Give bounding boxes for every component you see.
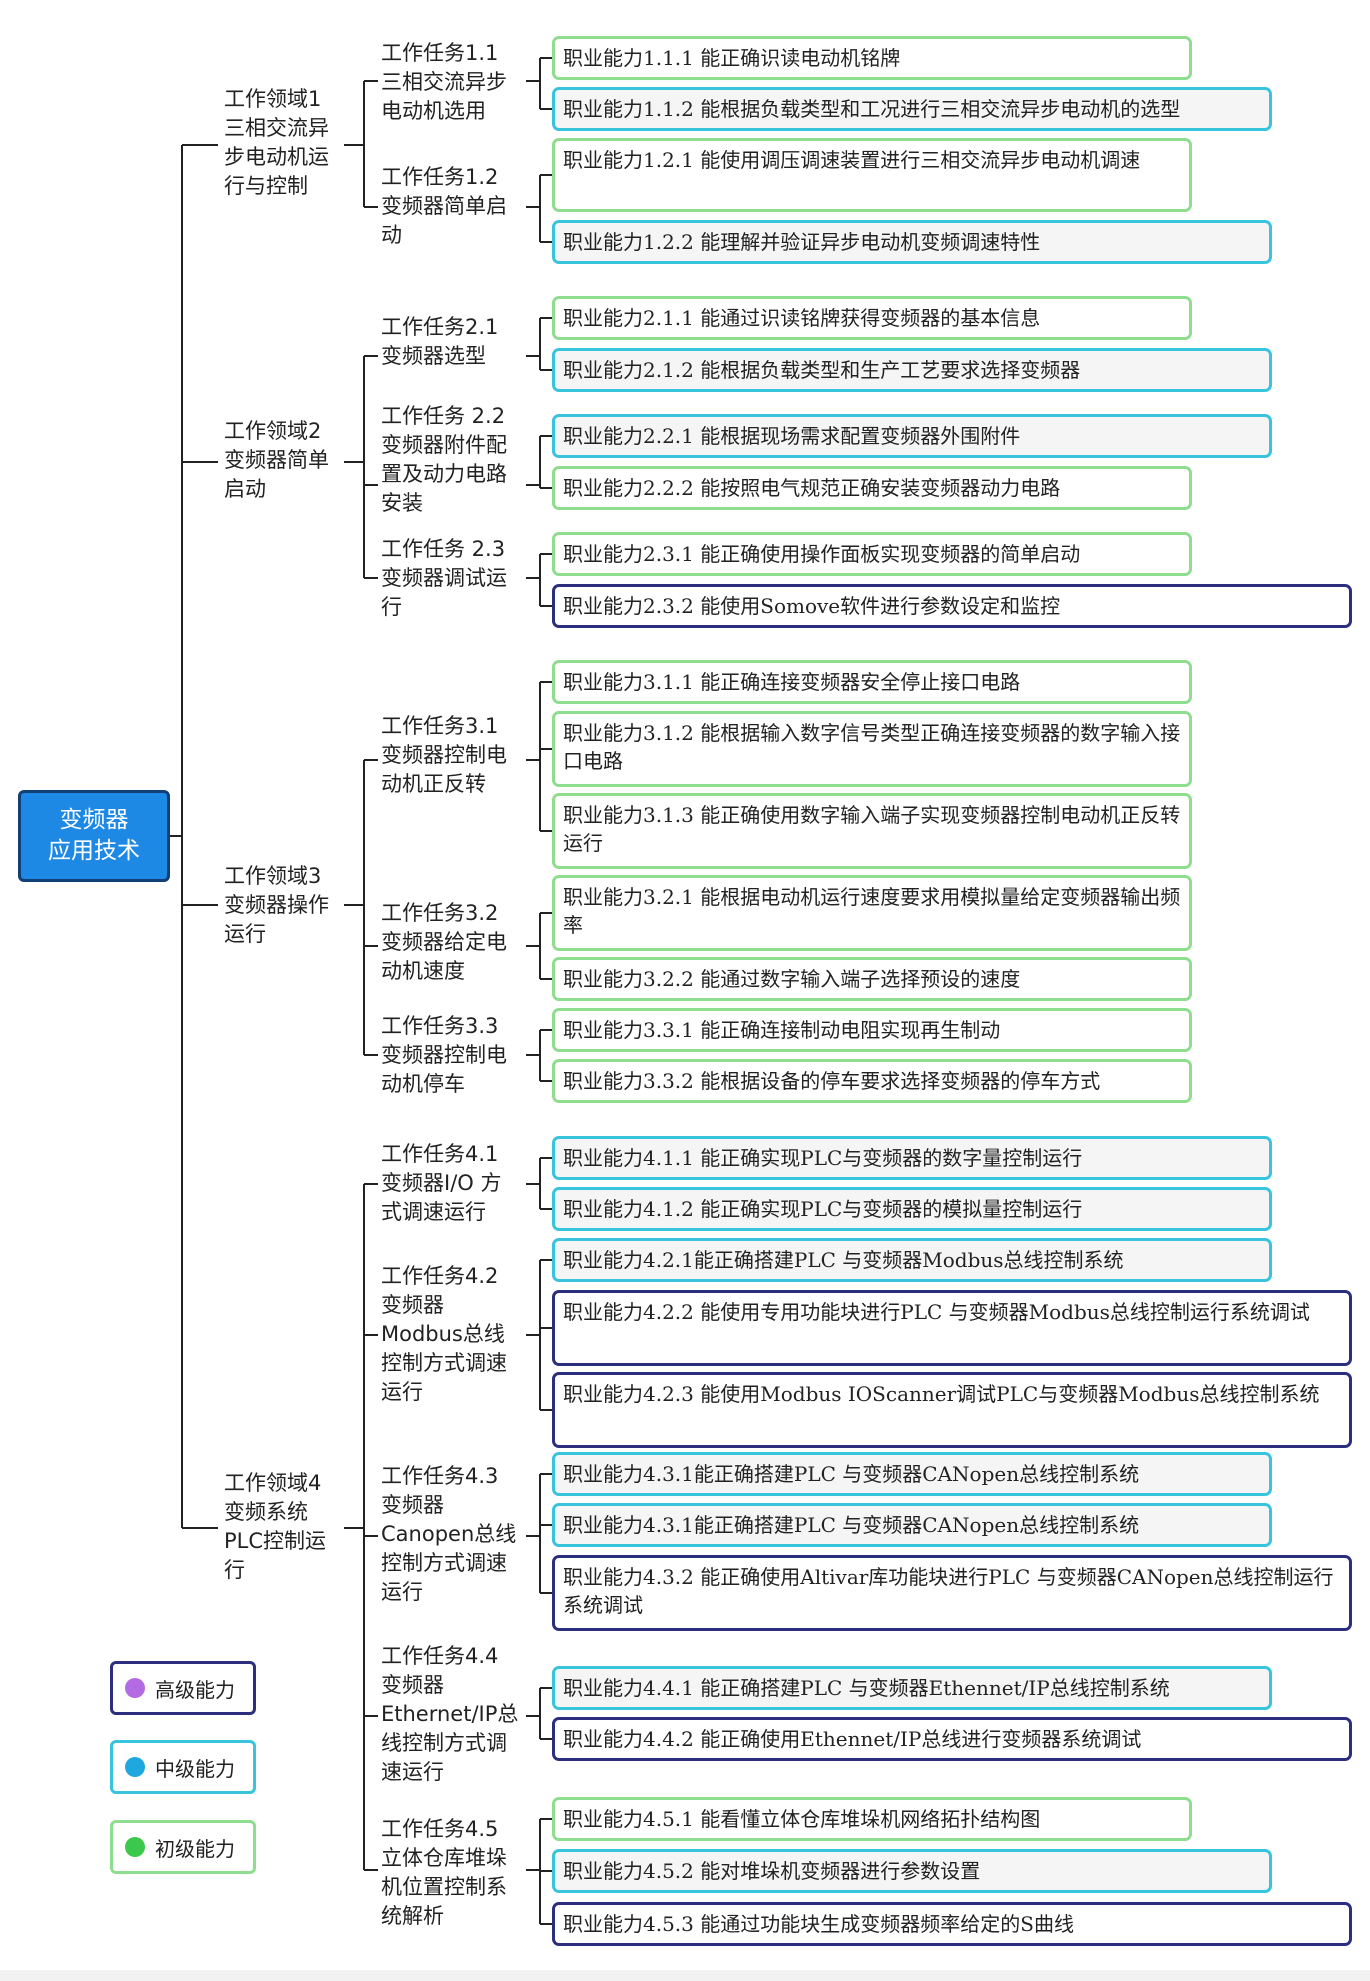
- capability-box[interactable]: 职业能力4.2.1能正确搭建PLC 与变频器Modbus总线控制系统: [552, 1238, 1272, 1282]
- task-node[interactable]: 工作任务4.5 立体仓库堆垛 机位置控制系 统解析: [381, 1817, 507, 1928]
- capability-box[interactable]: 职业能力2.1.2 能根据负载类型和生产工艺要求选择变频器: [552, 348, 1272, 392]
- domain-node[interactable]: 工作领域1 三相交流异 步电动机运 行与控制: [224, 87, 329, 198]
- capability-box[interactable]: 职业能力4.5.3 能通过功能块生成变频器频率给定的S曲线: [552, 1902, 1352, 1946]
- task-node[interactable]: 工作任务4.2 变频器 Modbus总线 控制方式调速 运行: [381, 1264, 507, 1404]
- capability-box[interactable]: 职业能力3.1.3 能正确使用数字输入端子实现变频器控制电动机正反转运行: [552, 793, 1192, 869]
- task-node[interactable]: 工作任务4.3 变频器 Canopen总线 控制方式调速 运行: [381, 1464, 517, 1604]
- capability-box[interactable]: 职业能力3.3.2 能根据设备的停车要求选择变频器的停车方式: [552, 1059, 1192, 1103]
- capability-box[interactable]: 职业能力3.1.1 能正确连接变频器安全停止接口电路: [552, 660, 1192, 704]
- legend-dot-basic: [125, 1837, 145, 1857]
- capability-box[interactable]: 职业能力4.3.1能正确搭建PLC 与变频器CANopen总线控制系统: [552, 1452, 1272, 1496]
- capability-box[interactable]: 职业能力4.2.2 能使用专用功能块进行PLC 与变频器Modbus总线控制运行…: [552, 1290, 1352, 1366]
- capability-box[interactable]: 职业能力4.3.1能正确搭建PLC 与变频器CANopen总线控制系统: [552, 1503, 1272, 1547]
- domain-node[interactable]: 工作领域2 变频器简单 启动: [224, 419, 329, 501]
- capability-box[interactable]: 职业能力4.3.2 能正确使用Altivar库功能块进行PLC 与变频器CANo…: [552, 1555, 1352, 1631]
- bottom-bar: [0, 1970, 1370, 1981]
- task-node[interactable]: 工作任务3.2 变频器给定电 动机速度: [381, 901, 507, 983]
- capability-box[interactable]: 职业能力2.3.2 能使用Somove软件进行参数设定和监控: [552, 584, 1352, 628]
- legend-label: 高级能力: [155, 1677, 235, 1702]
- capability-box[interactable]: 职业能力2.2.2 能按照电气规范正确安装变频器动力电路: [552, 466, 1192, 510]
- capability-box[interactable]: 职业能力2.1.1 能通过识读铭牌获得变频器的基本信息: [552, 296, 1192, 340]
- capability-box[interactable]: 职业能力1.1.1 能正确识读电动机铭牌: [552, 36, 1192, 80]
- capability-box[interactable]: 职业能力3.2.1 能根据电动机运行速度要求用模拟量给定变频器输出频率: [552, 875, 1192, 951]
- legend-dot-advanced: [125, 1678, 145, 1698]
- task-node[interactable]: 工作任务4.1 变频器I/O 方 式调速运行: [381, 1142, 502, 1224]
- root-node[interactable]: 变频器 应用技术: [18, 790, 170, 882]
- task-node[interactable]: 工作任务 2.2 变频器附件配 置及动力电路 安装: [381, 404, 507, 515]
- capability-box[interactable]: 职业能力1.2.2 能理解并验证异步电动机变频调速特性: [552, 220, 1272, 264]
- domain-node[interactable]: 工作领域4 变频系统 PLC控制运 行: [224, 1471, 327, 1582]
- capability-box[interactable]: 职业能力2.2.1 能根据现场需求配置变频器外围附件: [552, 414, 1272, 458]
- legend-label: 初级能力: [155, 1836, 235, 1861]
- task-node[interactable]: 工作任务3.1 变频器控制电 动机正反转: [381, 714, 507, 796]
- legend-basic: 初级能力: [110, 1820, 256, 1874]
- task-node[interactable]: 工作任务1.1 三相交流异步 电动机选用: [381, 41, 507, 123]
- legend-advanced: 高级能力: [110, 1661, 256, 1715]
- capability-box[interactable]: 职业能力4.1.2 能正确实现PLC与变频器的模拟量控制运行: [552, 1187, 1272, 1231]
- domain-node[interactable]: 工作领域3 变频器操作 运行: [224, 864, 329, 946]
- legend-intermediate: 中级能力: [110, 1740, 256, 1794]
- capability-box[interactable]: 职业能力4.5.2 能对堆垛机变频器进行参数设置: [552, 1849, 1272, 1893]
- capability-box[interactable]: 职业能力3.1.2 能根据输入数字信号类型正确连接变频器的数字输入接口电路: [552, 711, 1192, 787]
- root-title-line1: 变频器: [59, 807, 129, 833]
- task-node[interactable]: 工作任务2.1 变频器选型: [381, 315, 499, 368]
- task-node[interactable]: 工作任务 2.3 变频器调试运 行: [381, 537, 507, 619]
- legend-dot-intermediate: [125, 1757, 145, 1777]
- capability-box[interactable]: 职业能力1.1.2 能根据负载类型和工况进行三相交流异步电动机的选型: [552, 87, 1272, 131]
- task-node[interactable]: 工作任务1.2 变频器简单启 动: [381, 165, 507, 247]
- capability-box[interactable]: 职业能力4.4.2 能正确使用Ethennet/IP总线进行变频器系统调试: [552, 1717, 1352, 1761]
- capability-box[interactable]: 职业能力4.4.1 能正确搭建PLC 与变频器Ethennet/IP总线控制系统: [552, 1666, 1272, 1710]
- task-node[interactable]: 工作任务3.3 变频器控制电 动机停车: [381, 1014, 507, 1096]
- capability-box[interactable]: 职业能力3.3.1 能正确连接制动电阻实现再生制动: [552, 1008, 1192, 1052]
- capability-box[interactable]: 职业能力3.2.2 能通过数字输入端子选择预设的速度: [552, 957, 1192, 1001]
- legend-label: 中级能力: [155, 1756, 235, 1781]
- capability-box[interactable]: 职业能力4.5.1 能看懂立体仓库堆垛机网络拓扑结构图: [552, 1797, 1192, 1841]
- task-node[interactable]: 工作任务4.4 变频器 Ethernet/IP总 线控制方式调 速运行: [381, 1644, 519, 1784]
- capability-box[interactable]: 职业能力4.1.1 能正确实现PLC与变频器的数字量控制运行: [552, 1136, 1272, 1180]
- root-title-line2: 应用技术: [48, 838, 140, 864]
- capability-box[interactable]: 职业能力1.2.1 能使用调压调速装置进行三相交流异步电动机调速: [552, 138, 1192, 212]
- capability-box[interactable]: 职业能力2.3.1 能正确使用操作面板实现变频器的简单启动: [552, 532, 1192, 576]
- capability-box[interactable]: 职业能力4.2.3 能使用Modbus IOScanner调试PLC与变频器Mo…: [552, 1372, 1352, 1448]
